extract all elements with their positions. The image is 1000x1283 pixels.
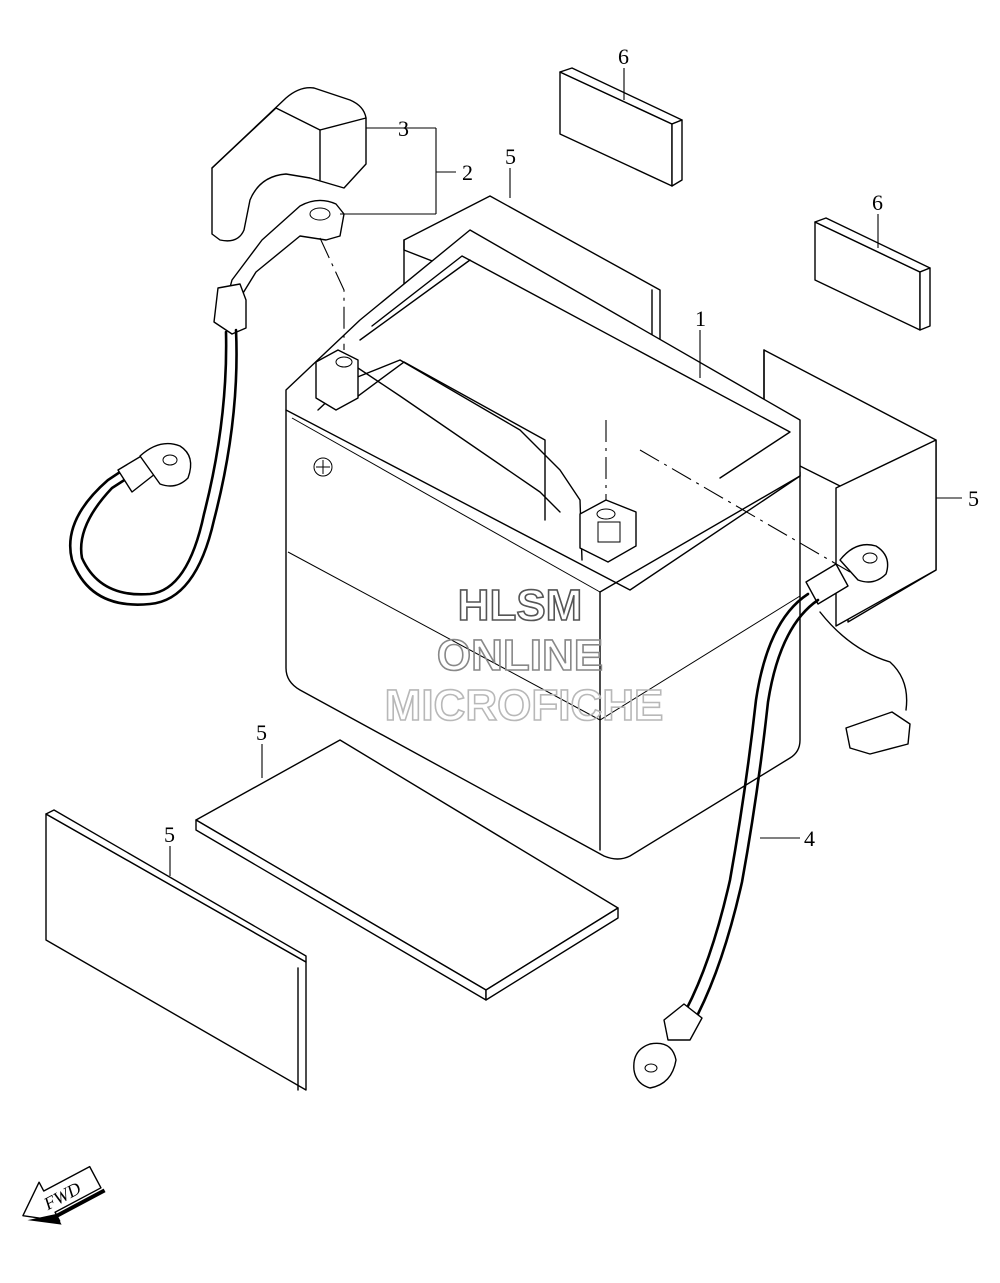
callout-5-left: 5: [164, 822, 175, 847]
callout-4: 4: [804, 826, 815, 851]
callout-6-left: 6: [618, 44, 629, 69]
negative-cable-4: [633, 543, 911, 1089]
callout-1: 1: [695, 306, 706, 331]
callout-2: 2: [462, 160, 473, 185]
pad-6-right: [814, 217, 931, 331]
callout-6-right: 6: [872, 190, 883, 215]
watermark-line-2: ONLINE: [437, 631, 603, 680]
pad-5-left-front: [45, 809, 307, 1091]
callout-5-bottom: 5: [256, 720, 267, 745]
callout-5-right: 5: [968, 486, 979, 511]
battery: [285, 229, 801, 860]
callout-numbers: 1 2 3 4 5 5 5 5 6 6: [164, 44, 979, 851]
terminal-cover-3: [211, 87, 367, 242]
pad-6-left: [559, 67, 683, 187]
fwd-arrow-icon: FWD: [22, 1165, 106, 1225]
callout-3: 3: [398, 116, 409, 141]
watermark-line-3: MICROFICHE: [385, 681, 664, 730]
pad-5-bottom: [195, 739, 619, 1001]
callout-5-back: 5: [505, 144, 516, 169]
watermark-line-1: HLSM: [458, 581, 583, 630]
positive-cable-2: [68, 199, 345, 606]
callout-leaders: [169, 68, 962, 876]
watermark: HLSM ONLINE MICROFICHE: [384, 580, 664, 731]
